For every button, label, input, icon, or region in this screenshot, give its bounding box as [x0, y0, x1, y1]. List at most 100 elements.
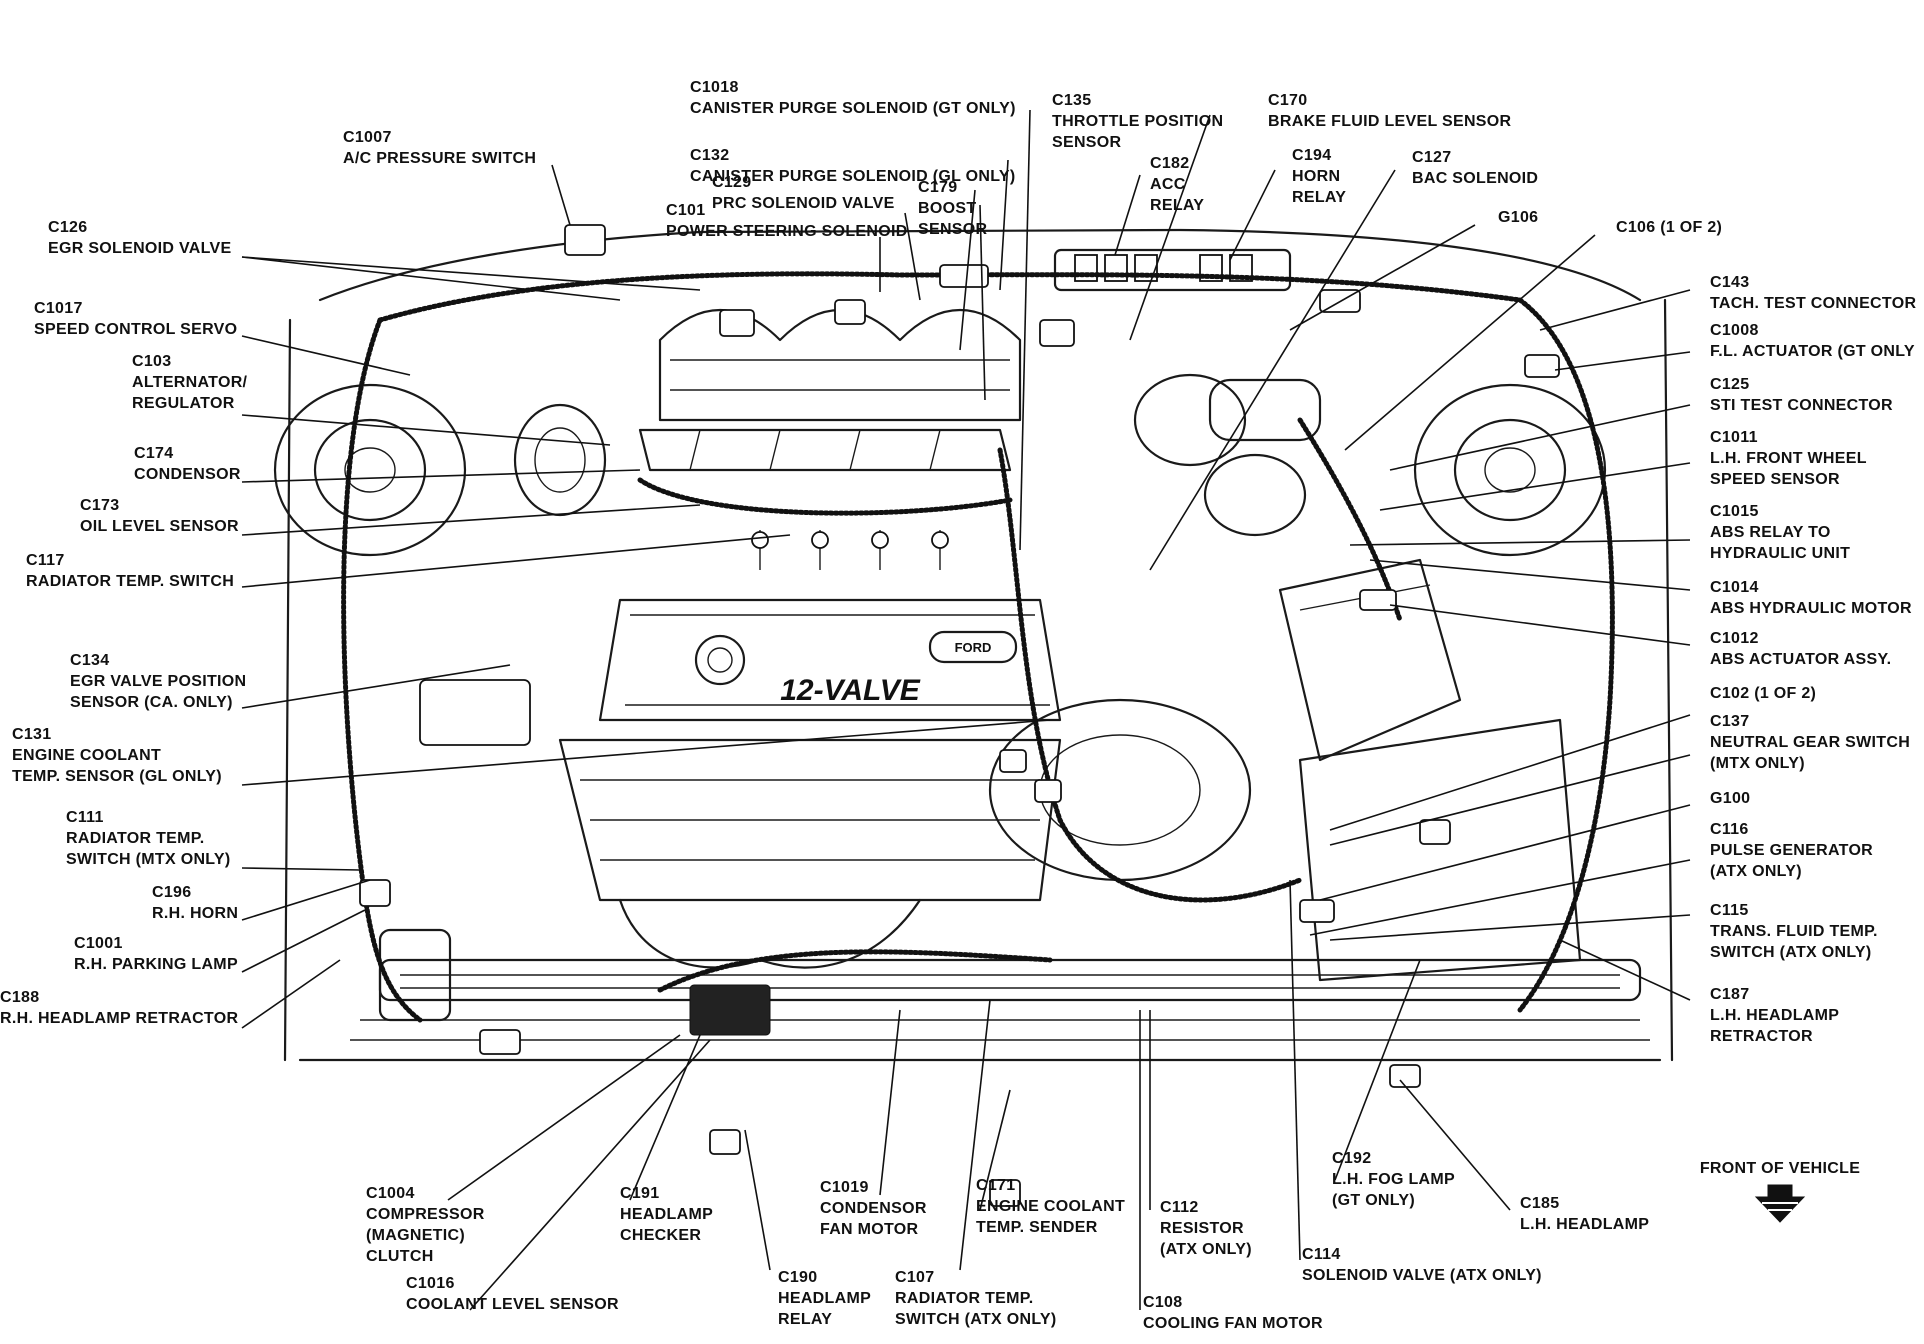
- engine-illustration: FORD 12-VALVE: [273, 224, 1674, 1207]
- connector-id: C1012: [1710, 630, 1759, 647]
- connector-description: THROTTLE POSITION: [1052, 113, 1223, 130]
- connector-id: C1014: [1710, 579, 1759, 596]
- callout-c102: C102 (1 OF 2): [1710, 685, 1816, 702]
- connector-description: CLUTCH: [366, 1248, 434, 1265]
- connector-id: C170: [1268, 92, 1307, 109]
- connector-id: C1008: [1710, 322, 1759, 339]
- connector-description: EGR SOLENOID VALVE: [48, 240, 232, 257]
- connector-id: C137: [1710, 713, 1749, 730]
- leader-lines: [241, 109, 1691, 1311]
- connector-id: C117: [26, 552, 65, 569]
- connector-description: SOLENOID VALVE (ATX ONLY): [1302, 1267, 1542, 1284]
- front-of-vehicle-marker: FRONT OF VEHICLE: [1700, 1160, 1860, 1223]
- connector-description: ABS HYDRAULIC MOTOR: [1710, 600, 1912, 617]
- connector-description: R.H. HEADLAMP RETRACTOR: [0, 1010, 238, 1027]
- connector-id: C1004: [366, 1185, 415, 1202]
- connector-description: SENSOR: [918, 221, 988, 238]
- connector-description: ALTERNATOR/: [132, 374, 248, 391]
- connector-description: HORN: [1292, 168, 1340, 185]
- connector-id: C129: [712, 174, 751, 191]
- ford-badge: FORD: [955, 640, 992, 655]
- connector-description: SENSOR: [1052, 134, 1122, 151]
- connector-id: C196: [152, 884, 191, 901]
- connector-description: TRANS. FLUID TEMP.: [1710, 923, 1878, 940]
- connector-description: L.H. FRONT WHEEL: [1710, 450, 1867, 467]
- connector-id: C191: [620, 1185, 659, 1202]
- connector-description: RELAY: [1292, 189, 1346, 206]
- connector-description: RADIATOR TEMP.: [66, 830, 204, 847]
- connector-description: STI TEST CONNECTOR: [1710, 397, 1893, 414]
- connector-description: SENSOR (CA. ONLY): [70, 694, 233, 711]
- connector-description: (ATX ONLY): [1710, 863, 1802, 880]
- connector-description: RELAY: [1150, 197, 1204, 214]
- connector-description: HYDRAULIC UNIT: [1710, 545, 1850, 562]
- connector-id: C1001: [74, 935, 123, 952]
- connector-id: C127: [1412, 149, 1451, 166]
- connector-id: C107: [895, 1269, 934, 1286]
- connector-description: ABS ACTUATOR ASSY.: [1710, 651, 1891, 668]
- connector-description: (MAGNETIC): [366, 1227, 465, 1244]
- connector-description: L.H. HEADLAMP: [1520, 1216, 1649, 1233]
- connector-id: C115: [1710, 902, 1749, 919]
- connector-description: RADIATOR TEMP. SWITCH: [26, 573, 234, 590]
- connector-description: PRC SOLENOID VALVE: [712, 195, 895, 212]
- connector-id: C106 (1 OF 2): [1616, 219, 1722, 236]
- connector-description: BOOST: [918, 200, 976, 217]
- connector-id: C103: [132, 353, 171, 370]
- connector-description: R.H. HORN: [152, 905, 238, 922]
- connector-description: TEMP. SENSOR (GL ONLY): [12, 768, 222, 785]
- connector-id: C108: [1143, 1294, 1182, 1311]
- connector-description: SWITCH (ATX ONLY): [1710, 944, 1872, 961]
- connector-id: G100: [1710, 790, 1750, 807]
- connector-id: C194: [1292, 147, 1331, 164]
- connector-description: F.L. ACTUATOR (GT ONLY: [1710, 343, 1915, 360]
- connector-description: EGR VALVE POSITION: [70, 673, 246, 690]
- connector-description: (MTX ONLY): [1710, 755, 1805, 772]
- connector-description: (ATX ONLY): [1160, 1241, 1252, 1258]
- connector-id: C125: [1710, 376, 1749, 393]
- connector-description: HEADLAMP: [620, 1206, 713, 1223]
- connector-id: C1016: [406, 1275, 455, 1292]
- connector-id: C171: [976, 1177, 1015, 1194]
- connector-id: C143: [1710, 274, 1749, 291]
- callout-c106: C106 (1 OF 2): [1616, 219, 1722, 236]
- connector-description: SWITCH (MTX ONLY): [66, 851, 231, 868]
- connector-id: C1011: [1710, 429, 1758, 446]
- connector-description: PULSE GENERATOR: [1710, 842, 1873, 859]
- connector-description: TEMP. SENDER: [976, 1219, 1098, 1236]
- connector-id: C187: [1710, 986, 1749, 1003]
- connector-id: C1019: [820, 1179, 869, 1196]
- connector-id: C116: [1710, 821, 1749, 838]
- connector-description: L.H. FOG LAMP: [1332, 1171, 1455, 1188]
- connector-description: COOLANT LEVEL SENSOR: [406, 1296, 619, 1313]
- connector-description: TACH. TEST CONNECTOR: [1710, 295, 1916, 312]
- connector-description: RESISTOR: [1160, 1220, 1244, 1237]
- connector-description: A/C PRESSURE SWITCH: [343, 150, 536, 167]
- front-of-vehicle-label: FRONT OF VEHICLE: [1700, 1160, 1860, 1177]
- connector-description: ENGINE COOLANT: [976, 1198, 1125, 1215]
- connector-description: ACC: [1150, 176, 1186, 193]
- down-arrow-icon: [1754, 1184, 1806, 1223]
- connector-id: C185: [1520, 1195, 1559, 1212]
- connector-description: SPEED SENSOR: [1710, 471, 1840, 488]
- connector-description: OIL LEVEL SENSOR: [80, 518, 239, 535]
- connector-description: L.H. HEADLAMP: [1710, 1007, 1839, 1024]
